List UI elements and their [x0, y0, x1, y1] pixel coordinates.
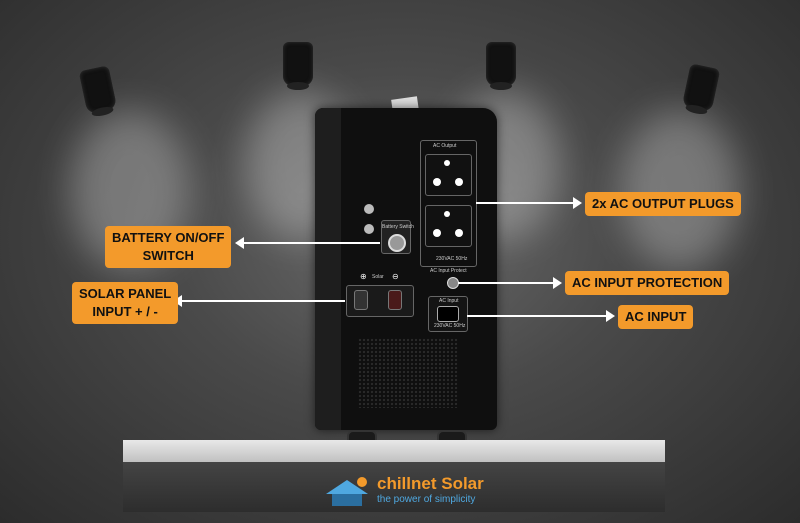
light-glow [620, 110, 740, 270]
indicator-light [364, 204, 374, 214]
ac-output-rating: 230VAC 50Hz [436, 256, 468, 262]
battery-switch-label: Battery Switch [382, 224, 414, 230]
display-shelf [123, 462, 665, 512]
ac-input-rating: 230VAC 50Hz [434, 323, 466, 329]
brand-name: chillnet Solar [377, 474, 484, 493]
indicator-light [364, 224, 374, 234]
solar-input-callout: SOLAR PANEL INPUT + / - [72, 282, 179, 324]
spotlight-lamp [681, 63, 721, 113]
battery-switch-arrow [235, 237, 380, 249]
brand-tagline: the power of simplicity [377, 494, 476, 505]
solar-input-arrow [173, 295, 345, 307]
solar-label: Solar [372, 274, 384, 280]
socket-pin [433, 229, 441, 237]
ac-input-protect-label: AC Input Protect [430, 268, 467, 274]
solar-positive-port[interactable] [354, 290, 368, 310]
socket-pin [444, 160, 450, 166]
battery-switch[interactable] [388, 234, 406, 252]
ac-output-arrow [476, 197, 582, 209]
socket-pin [455, 178, 463, 186]
ac-protection-arrow [458, 277, 562, 289]
solar-house-icon [326, 477, 368, 506]
spotlight-lamp [486, 42, 516, 90]
ac-input-panel [428, 296, 468, 332]
ac-input-label: AC Input [439, 298, 459, 304]
display-shelf-top [123, 440, 665, 464]
brand-logo: chillnet Solar the power of simplicity [322, 474, 492, 508]
ac-input-arrow [467, 310, 615, 322]
spotlight-lamp [78, 65, 118, 115]
solar-negative-port[interactable] [388, 290, 402, 310]
battery-switch-callout: BATTERY ON/OFF SWITCH [105, 226, 232, 268]
ac-output-label: AC Output [433, 143, 457, 149]
ac-output-callout: 2x AC OUTPUT PLUGS [585, 192, 741, 216]
ac-protection-callout: AC INPUT PROTECTION [565, 271, 730, 295]
vent-grille [358, 338, 458, 408]
solar-positive-symbol: ⊕ [360, 272, 367, 281]
ac-input-callout: AC INPUT [618, 305, 694, 329]
solar-negative-symbol: ⊖ [392, 272, 399, 281]
socket-pin [444, 211, 450, 217]
socket-pin [433, 178, 441, 186]
spotlight-lamp [283, 42, 313, 90]
socket-pin [455, 229, 463, 237]
power-station-side [315, 108, 341, 430]
ac-input-socket[interactable] [437, 306, 459, 322]
